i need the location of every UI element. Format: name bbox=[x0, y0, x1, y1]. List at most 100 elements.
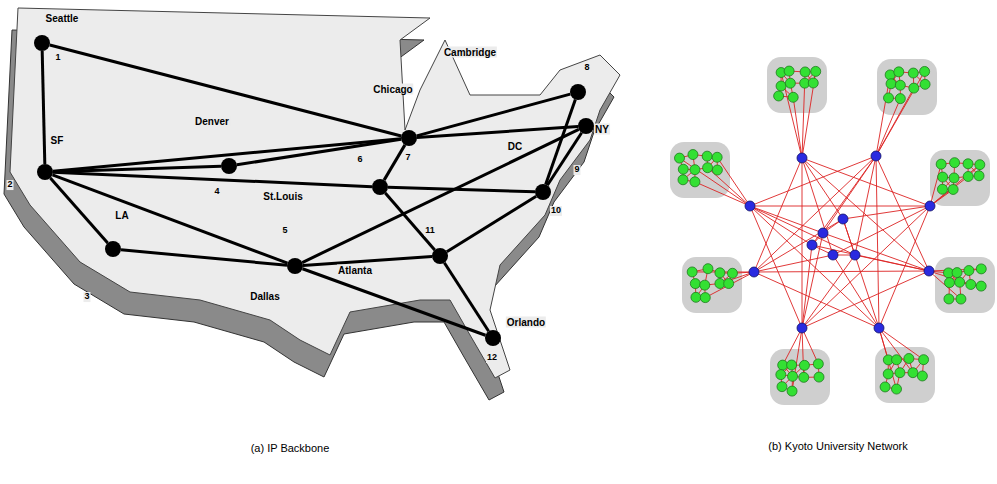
router-node bbox=[797, 153, 807, 163]
network-link bbox=[793, 97, 802, 158]
host-node bbox=[691, 292, 701, 302]
host-node bbox=[904, 354, 914, 364]
network-link bbox=[812, 245, 929, 271]
host-node bbox=[788, 92, 798, 102]
host-node bbox=[787, 360, 797, 370]
city-label: DC bbox=[507, 141, 523, 152]
host-node bbox=[799, 360, 809, 370]
network-link bbox=[876, 88, 914, 156]
city-label: NY bbox=[594, 124, 610, 135]
node-number: 9 bbox=[573, 165, 580, 175]
city-label: Orlando bbox=[506, 317, 546, 328]
network-link bbox=[930, 176, 968, 206]
host-node bbox=[976, 264, 986, 274]
router-dot: LA3 bbox=[105, 241, 121, 257]
cluster-region bbox=[930, 150, 990, 206]
network-link bbox=[754, 158, 802, 272]
node-number: 10 bbox=[550, 206, 562, 216]
router-node bbox=[924, 266, 934, 276]
host-node bbox=[963, 159, 973, 169]
node-number: 3 bbox=[83, 292, 90, 302]
host-node bbox=[724, 279, 734, 289]
cluster-region bbox=[767, 57, 827, 113]
network-link bbox=[930, 165, 980, 206]
router-node bbox=[871, 151, 881, 161]
city-label: LA bbox=[114, 210, 129, 221]
backbone-link bbox=[384, 145, 405, 180]
cluster-region bbox=[682, 257, 742, 313]
host-node bbox=[894, 67, 904, 77]
host-node bbox=[784, 66, 794, 76]
host-node bbox=[814, 372, 824, 382]
host-node bbox=[895, 94, 905, 104]
host-node bbox=[776, 81, 786, 91]
host-node bbox=[948, 184, 958, 194]
network-link bbox=[754, 219, 843, 272]
host-node bbox=[690, 177, 700, 187]
router-node bbox=[807, 240, 817, 250]
backbone-link bbox=[546, 100, 576, 185]
city-label: Cambridge bbox=[443, 47, 497, 58]
router-node bbox=[797, 323, 807, 333]
backbone-link bbox=[237, 139, 401, 165]
cluster-region bbox=[770, 349, 830, 405]
backbone-link bbox=[447, 196, 536, 252]
network-link bbox=[754, 255, 833, 272]
cluster-region bbox=[877, 59, 937, 115]
host-node bbox=[964, 266, 974, 276]
router-dot: 5Dallas bbox=[287, 258, 303, 274]
router-node bbox=[838, 214, 848, 224]
network-link bbox=[823, 233, 929, 271]
backbone-link bbox=[52, 175, 287, 263]
host-node bbox=[955, 277, 965, 287]
cluster-region bbox=[670, 142, 730, 198]
host-node bbox=[712, 165, 722, 175]
network-link bbox=[802, 271, 929, 328]
host-node bbox=[703, 163, 713, 173]
subfigure-caption: (b) Kyoto University Network bbox=[768, 440, 908, 454]
node-number: 11 bbox=[424, 226, 436, 236]
city-label: St.Louis bbox=[262, 191, 303, 202]
router-dot: 11Atlanta bbox=[432, 248, 448, 264]
router-node bbox=[818, 228, 828, 238]
host-node bbox=[975, 160, 985, 170]
host-node bbox=[880, 382, 890, 392]
node-number: 5 bbox=[281, 226, 288, 236]
router-node bbox=[850, 250, 860, 260]
cluster-region bbox=[935, 257, 995, 313]
host-node bbox=[938, 172, 948, 182]
host-node bbox=[727, 268, 737, 278]
router-node bbox=[749, 267, 759, 277]
network-link bbox=[802, 245, 812, 328]
host-node bbox=[675, 153, 685, 163]
network-link bbox=[802, 206, 930, 328]
host-node bbox=[944, 278, 954, 288]
node-number: 2 bbox=[6, 180, 13, 190]
host-node bbox=[919, 355, 929, 365]
host-node bbox=[778, 360, 788, 370]
subfigure-caption: (a) IP Backbone bbox=[190, 442, 390, 456]
backbone-link bbox=[121, 250, 287, 266]
host-node bbox=[883, 369, 893, 379]
city-label: SF bbox=[50, 135, 65, 146]
host-node bbox=[950, 158, 960, 168]
host-node bbox=[976, 281, 986, 291]
city-label: Seattle bbox=[45, 13, 80, 24]
network-link bbox=[754, 271, 929, 272]
host-node bbox=[908, 368, 918, 378]
network-link bbox=[833, 206, 930, 255]
host-node bbox=[800, 67, 810, 77]
cluster-region bbox=[875, 347, 935, 403]
network-link bbox=[695, 182, 750, 206]
host-node bbox=[937, 184, 947, 194]
city-label: Dallas bbox=[249, 291, 280, 302]
host-node bbox=[895, 80, 905, 90]
backbone-link bbox=[444, 263, 488, 332]
network-link bbox=[843, 219, 855, 255]
backbone-link bbox=[385, 193, 435, 250]
network-link bbox=[680, 158, 750, 206]
host-node bbox=[678, 164, 688, 174]
host-node bbox=[892, 355, 902, 365]
host-node bbox=[690, 165, 700, 175]
